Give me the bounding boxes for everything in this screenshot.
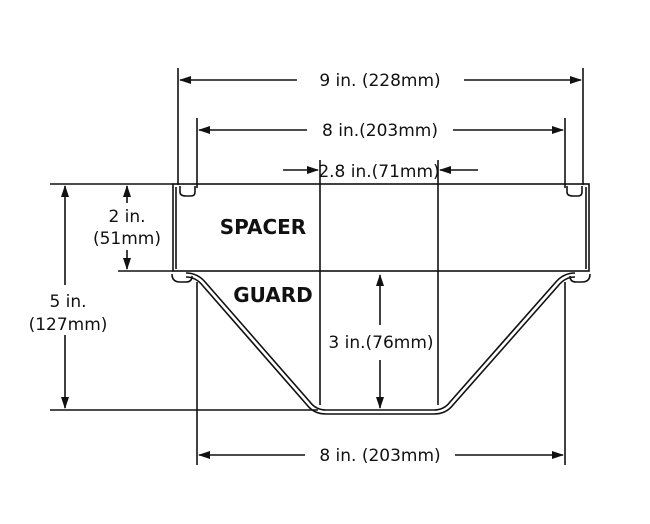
center-width-label: 2.8 in.(71mm) [318,162,439,182]
overall-width-label: 9 in. (228mm) [319,71,440,91]
guard-depth-label: 3 in.(76mm) [328,333,433,353]
total-height-mm-label: (127mm) [29,315,108,335]
spacer-height-mm-label: (51mm) [93,229,161,249]
bottom-width-label: 8 in. (203mm) [319,446,440,466]
spacer-body [172,183,590,272]
inner-width-label: 8 in.(203mm) [322,121,438,141]
total-height-in-label: 5 in. [49,292,86,312]
extension-lines [50,68,584,465]
spacer-height-in-label: 2 in. [108,207,145,227]
guard-label: GUARD [233,283,313,307]
spacer-label: SPACER [220,215,306,239]
guard-body [171,272,591,415]
